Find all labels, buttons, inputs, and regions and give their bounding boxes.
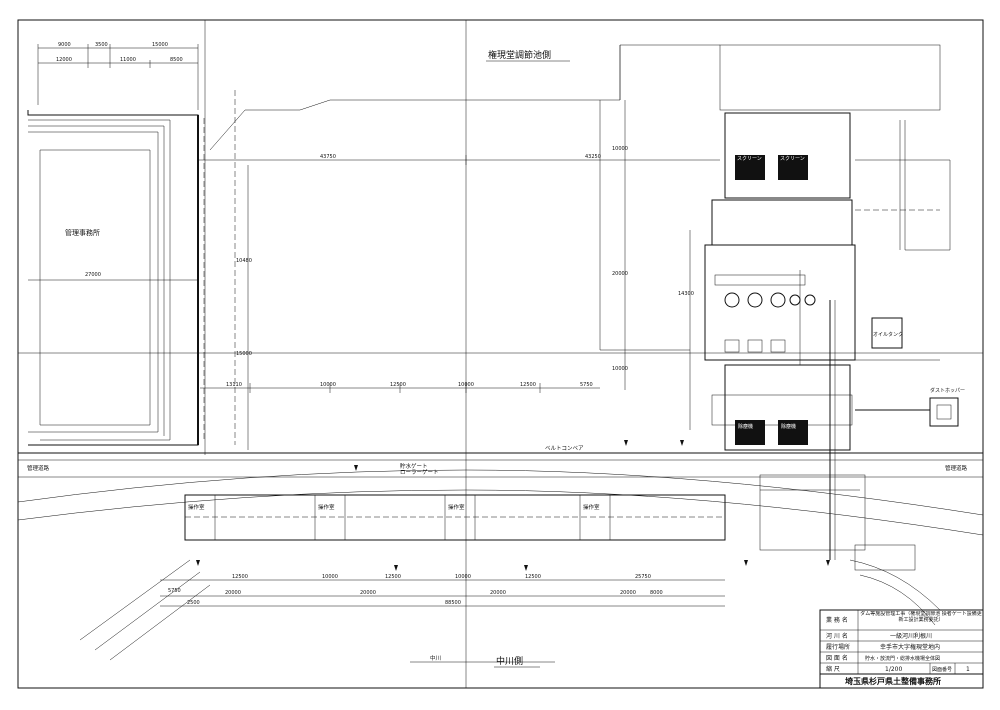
sheet-border: [17, 19, 984, 689]
gate-bay-3: [444, 494, 476, 541]
top-dimension-chain: 9000 3500 15000 12000 11000 8500: [37, 42, 199, 110]
office-building: 管理事務所 27000: [27, 110, 205, 446]
road-label-left: 管理道路: [27, 464, 50, 472]
tb-label-project: 業 務 名: [826, 616, 848, 624]
svg-text:操作室: 操作室: [448, 503, 465, 511]
dim-27000: 27000: [85, 272, 101, 278]
gate-house: スクリーン スクリーン 除塵機 除塵機 オイルタンク ダストホッ: [704, 44, 965, 560]
river-label-small: 中川: [430, 654, 441, 662]
dim-11000: 11000: [120, 57, 136, 63]
svg-text:スクリーン: スクリーン: [780, 156, 805, 162]
pump-row: [714, 270, 836, 560]
tb-river: 一級河川利根川: [890, 632, 932, 640]
dim-13110: 13110: [226, 382, 242, 388]
title-block: 業 務 名 河 川 名 履行場所 図 面 名 縮 尺 ダム等施設管理工事（権現堂…: [819, 609, 984, 689]
screen-1: [735, 155, 765, 180]
svg-text:14300: 14300: [678, 291, 694, 297]
bottom-dimension-chain: 5750 12500 10000 12500 10000 12500 25750…: [160, 574, 725, 607]
dim-88500: 88500: [445, 600, 461, 606]
embankment-curve-top: [17, 469, 984, 516]
svg-text:20000: 20000: [225, 590, 241, 596]
svg-text:20000: 20000: [612, 271, 628, 277]
tb-location: 幸手市大字権現堂地内: [880, 643, 940, 651]
svg-text:除塵機: 除塵機: [781, 423, 796, 430]
pond-label: 権現堂調節池側: [488, 49, 551, 61]
svg-text:25750: 25750: [635, 574, 651, 580]
tb-sheet-label: 図面番号: [932, 666, 952, 673]
svg-text:スクリーン: スクリーン: [737, 156, 762, 162]
gate-bay-2: [314, 494, 346, 541]
svg-text:操作室: 操作室: [188, 503, 205, 511]
svg-text:20000: 20000: [620, 590, 636, 596]
svg-text:貯水ゲート: 貯水ゲート: [400, 462, 428, 470]
dim-12500a: 12500: [390, 382, 406, 388]
embankment-curve-bottom: [17, 489, 984, 536]
dim-12500b: 12500: [520, 382, 536, 388]
revetment-lower-right: [849, 559, 941, 626]
svg-text:8000: 8000: [650, 590, 663, 596]
tb-label-scale: 縮 尺: [826, 665, 840, 673]
river-label: 中川側: [496, 655, 523, 667]
tb-sheet-no: 1: [966, 666, 970, 673]
gate-bay-4: [579, 494, 611, 541]
tb-label-river: 河 川 名: [826, 632, 848, 640]
svg-text:15000: 15000: [236, 351, 252, 357]
flow-arrows: [196, 440, 830, 571]
dim-12000: 12000: [56, 57, 72, 63]
svg-text:ベルトコンベア: ベルトコンベア: [545, 445, 584, 452]
svg-text:12500: 12500: [232, 574, 248, 580]
svg-text:除塵機: 除塵機: [738, 423, 753, 430]
tb-drawing: 貯水・放流門・総排水機場全体図: [865, 655, 940, 662]
side-dimensions: 10480 15000 10000 10000 20000 14300: [236, 100, 694, 450]
dim-43750: 43750: [320, 154, 336, 160]
svg-text:10000: 10000: [455, 574, 471, 580]
svg-text:オイルタンク: オイルタンク: [873, 331, 903, 338]
dim-15000: 15000: [152, 42, 168, 48]
svg-text:20000: 20000: [360, 590, 376, 596]
dust-hopper: [929, 397, 959, 427]
svg-text:20000: 20000: [490, 590, 506, 596]
svg-text:2500: 2500: [187, 600, 200, 606]
svg-text:ダストホッパー: ダストホッパー: [930, 387, 965, 394]
dim-10000a: 10000: [320, 382, 336, 388]
dim-10000b: 10000: [458, 382, 474, 388]
svg-text:10480: 10480: [236, 258, 252, 264]
revetment-lower-left: [79, 559, 211, 661]
svg-text:10000: 10000: [612, 366, 628, 372]
tb-label-location: 履行場所: [826, 643, 850, 651]
dim-8500: 8500: [170, 57, 183, 63]
dust-remover-1: [735, 420, 765, 445]
svg-text:12500: 12500: [525, 574, 541, 580]
dim-43250: 43250: [585, 154, 601, 160]
tb-label-drawing: 図 面 名: [826, 654, 848, 662]
svg-text:10000: 10000: [612, 146, 628, 152]
dim-5750: 5750: [580, 382, 593, 388]
tb-office-name: 埼玉県杉戸県土整備事務所: [845, 676, 941, 686]
dim-3500: 3500: [95, 42, 108, 48]
tb-project: ダム等施設管理工事（権現堂調節池 操者ゲート設備更新工設計業務委託）: [860, 611, 982, 623]
mid-dimension-chain: 43750 43250 13110 10000 12500 10000 1250…: [198, 154, 720, 393]
sluice-structure: 操作室 操作室 操作室 操作室: [184, 474, 916, 571]
dim-9000: 9000: [58, 42, 71, 48]
oil-tank: [871, 317, 903, 349]
svg-text:操作室: 操作室: [318, 503, 335, 511]
road-label-right: 管理道路: [945, 464, 968, 472]
management-road: 管理道路 管理道路 ベルトコンベア 貯水ゲート ローラーゲート: [18, 445, 983, 478]
office-label: 管理事務所: [65, 228, 100, 237]
svg-text:ローラーゲート: ローラーゲート: [400, 468, 439, 476]
svg-text:10000: 10000: [322, 574, 338, 580]
gate-bay-1: [184, 494, 216, 541]
screen-2: [778, 155, 808, 180]
svg-text:12500: 12500: [385, 574, 401, 580]
svg-text:操作室: 操作室: [583, 503, 600, 511]
dust-remover-2: [778, 420, 808, 445]
tb-scale: 1/200: [885, 666, 902, 673]
